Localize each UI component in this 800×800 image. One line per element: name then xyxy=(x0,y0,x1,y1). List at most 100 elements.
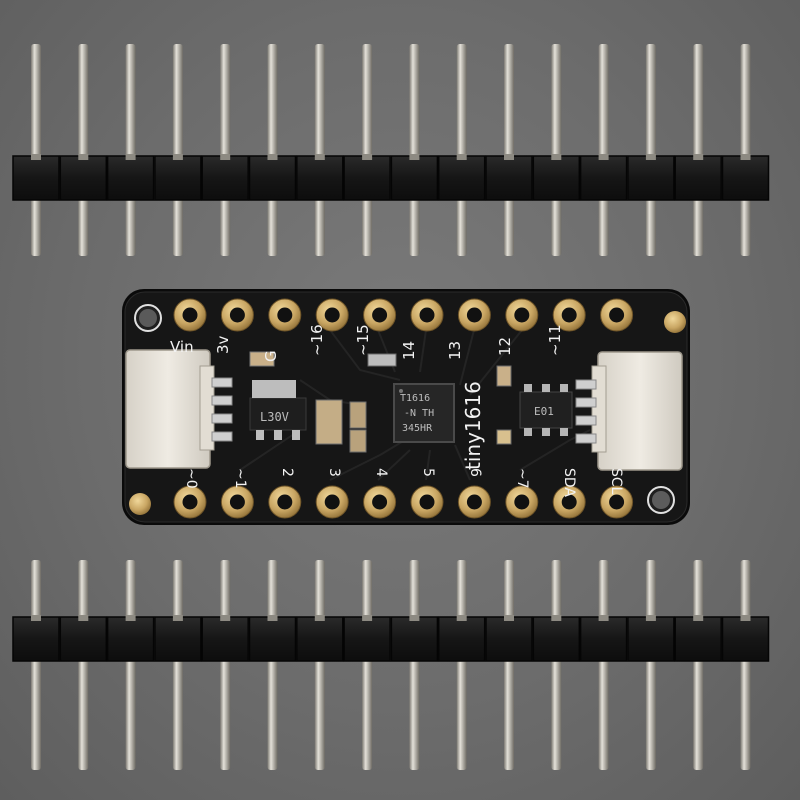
top-pin-header xyxy=(12,44,770,256)
header-pin xyxy=(296,44,344,256)
pin-label: ~15 xyxy=(354,324,372,356)
header-pin xyxy=(154,560,202,770)
pin-label: ~11 xyxy=(546,324,564,356)
header-pin xyxy=(485,44,533,256)
pin-label: SCL xyxy=(608,468,624,495)
header-pin xyxy=(248,44,297,256)
bottom-pin-header xyxy=(12,560,770,770)
header-pin xyxy=(579,44,628,256)
led xyxy=(496,429,512,445)
gold-pad xyxy=(505,298,539,332)
pin-label: 4 xyxy=(373,468,389,477)
header-pin xyxy=(12,560,60,770)
header-pin xyxy=(721,44,770,256)
board-name-label: tiny1616 xyxy=(461,381,485,470)
pin-label: 3v xyxy=(214,335,232,354)
gold-pad xyxy=(220,485,254,519)
header-pin xyxy=(485,560,533,770)
pin-label: G xyxy=(262,350,280,362)
gold-pad xyxy=(600,485,634,519)
gold-pad xyxy=(220,298,254,332)
gold-pad xyxy=(457,298,491,332)
pin-label: SDA xyxy=(561,468,577,497)
header-pin xyxy=(201,44,249,256)
smd-capacitor xyxy=(349,401,367,429)
voltage-regulator: L30V xyxy=(249,380,307,440)
gold-pad xyxy=(410,298,444,332)
gold-pad xyxy=(315,298,349,332)
header-pin xyxy=(154,44,202,256)
header-pin xyxy=(721,560,770,770)
header-pin xyxy=(106,560,155,770)
header-pin xyxy=(532,560,581,770)
pin-label: 13 xyxy=(446,341,464,360)
gold-pad xyxy=(268,298,302,332)
gold-pad xyxy=(315,485,349,519)
pin-label: ~7 xyxy=(514,468,530,489)
gold-pad xyxy=(600,298,634,332)
gold-pad xyxy=(552,298,586,332)
gold-pad xyxy=(505,485,539,519)
gold-pad xyxy=(268,485,302,519)
regulator-marking: L30V xyxy=(260,410,289,424)
gold-pad xyxy=(552,485,586,519)
header-pin xyxy=(59,44,108,256)
header-pin xyxy=(343,44,391,256)
chip-marking-line-2: -N TH xyxy=(404,408,434,419)
smd-resistor xyxy=(367,353,397,367)
bottom-pad-row xyxy=(173,485,634,519)
header-pin xyxy=(532,44,581,256)
top-pad-row xyxy=(173,298,634,332)
smd-capacitor xyxy=(249,351,275,367)
right-jst-connector xyxy=(575,351,683,471)
header-pin xyxy=(296,560,344,770)
header-pin xyxy=(106,44,155,256)
pin-label: 2 xyxy=(279,468,295,477)
header-pin xyxy=(390,44,439,256)
breakout-board: L30V T1616 -N TH 345HR E01 tiny1616 Vin 3… xyxy=(122,289,690,525)
header-pin xyxy=(343,560,391,770)
gold-pad xyxy=(173,298,207,332)
pin-label: ~1 xyxy=(232,468,248,489)
header-pin xyxy=(12,44,60,256)
corner-pad xyxy=(129,493,151,515)
header-pin xyxy=(390,560,439,770)
pin-label: Vin xyxy=(170,338,194,356)
pin-label: 5 xyxy=(420,468,436,477)
pin-label: 6 xyxy=(467,468,483,477)
gold-pad xyxy=(457,485,491,519)
attiny1616-chip: T1616 -N TH 345HR xyxy=(393,383,455,443)
led xyxy=(496,365,512,387)
smd-capacitor xyxy=(315,399,343,445)
header-pin xyxy=(59,560,108,770)
header-pin xyxy=(579,560,628,770)
header-pin xyxy=(627,44,675,256)
smd-capacitor xyxy=(349,429,367,453)
pin-label: ~0 xyxy=(183,468,199,489)
header-pin xyxy=(437,560,486,770)
header-pin xyxy=(674,560,722,770)
header-pin xyxy=(201,560,249,770)
pin-label: 14 xyxy=(400,341,418,360)
gold-pad xyxy=(410,485,444,519)
corner-pad xyxy=(664,311,686,333)
gold-pad xyxy=(173,485,207,519)
chip-marking-line-1: T1616 xyxy=(400,393,430,404)
chip-marking-line-3: 345HR xyxy=(402,423,433,434)
header-pin xyxy=(627,560,675,770)
header-pin xyxy=(674,44,722,256)
gold-pad xyxy=(363,298,397,332)
small-ic-marking: E01 xyxy=(534,405,554,418)
pin-label: 3 xyxy=(326,468,342,477)
header-pin xyxy=(437,44,486,256)
pin-label: 12 xyxy=(496,337,514,356)
top-pin-labels: Vin 3vG ~16 ~15 14 13 12 ~11 xyxy=(170,324,564,362)
header-pin xyxy=(248,560,297,770)
small-ic: E01 xyxy=(519,384,573,436)
pin-label: ~16 xyxy=(308,324,326,356)
left-jst-connector xyxy=(125,349,233,469)
bottom-pin-labels: ~0 ~1 2 3 4 5 6 ~7 SDA SCL xyxy=(183,468,624,497)
gold-pad xyxy=(363,485,397,519)
